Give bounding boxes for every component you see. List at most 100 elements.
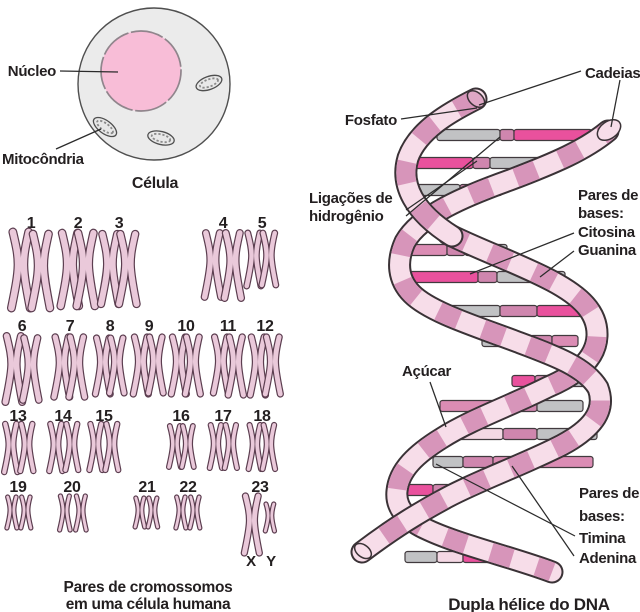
chromosome [96, 229, 123, 309]
strand-end-caps [353, 89, 622, 560]
pair-number: 16 [172, 408, 190, 425]
chromosome [200, 229, 225, 301]
strand-end-cap [596, 118, 622, 142]
chromosome-pair: 2 [56, 215, 100, 311]
hydrogen-bonds-label-line2: hidrogênio [309, 208, 384, 225]
pair-number: 15 [95, 408, 113, 425]
chromosome-pair: 23 [240, 479, 278, 557]
guanine-label: Guanina [578, 242, 637, 259]
sugar-label: Açúcar [402, 363, 452, 380]
cell-diagram: Núcleo Mitocôndria Célula [2, 7, 231, 192]
thymine-label: Timina [579, 530, 626, 547]
chromosome [0, 420, 21, 476]
pair-number: 11 [220, 318, 237, 335]
pair-number: 2 [74, 215, 83, 232]
chromosome [262, 501, 278, 534]
base-pair-rung [436, 128, 593, 142]
chromosome-pair: 6 [1, 318, 43, 407]
chromosome [62, 420, 82, 474]
base-pairs-ta-label-line2: bases: [579, 508, 625, 525]
chromosome [144, 333, 167, 397]
base-pairs-cg-label-line1: Pares de [578, 187, 638, 204]
chromosome-pair: 13 [0, 408, 37, 476]
pair-number: 1 [27, 215, 36, 232]
nucleus-pointer-line [59, 70, 119, 73]
pair-number: 23 [251, 479, 269, 496]
chromosome [132, 495, 148, 530]
chromosome [56, 493, 73, 533]
chromosome [261, 333, 284, 398]
dna-caption: Dupla hélice do DNA [448, 595, 610, 612]
pair-number: 20 [63, 479, 81, 496]
dna-strand-a-upper [394, 87, 488, 248]
chromosome-pair: 19 [4, 479, 34, 531]
chromosome [72, 228, 100, 311]
mitochondrion-icon [92, 116, 118, 138]
x-chromosome-label: X [246, 553, 256, 570]
chromosome-pair: 17 [206, 408, 241, 472]
sugar-pointer-line [429, 381, 447, 428]
dna-strands [350, 87, 620, 584]
pair-number: 5 [258, 215, 267, 232]
mitochondria-label: Mitocôndria [2, 151, 85, 168]
pair-number: 7 [66, 318, 75, 335]
chromosome [259, 421, 279, 473]
chromosome-pair: 3 [96, 215, 141, 309]
cell-nucleus [100, 30, 182, 112]
chains-pointer-line-2 [610, 79, 621, 128]
mitochondria-group [92, 74, 223, 146]
chromosome [206, 421, 226, 472]
mitochondrion-icon [147, 130, 175, 146]
pair-number: 3 [115, 215, 124, 232]
chains-pointer-line-1 [478, 70, 582, 106]
chromosome-pair: 22 [173, 479, 203, 531]
chromosome [6, 227, 35, 313]
chromosome-pair: 21 [132, 479, 161, 530]
adenine-pointer-line [511, 465, 575, 557]
chromosome-pair: 11 [209, 318, 248, 399]
chromosome-pair: 5 [243, 215, 280, 290]
chromosome-pair: 14 [46, 408, 82, 475]
chromosome [165, 423, 184, 470]
pair-number: 18 [253, 408, 271, 425]
chromosome [4, 494, 20, 531]
dna-strand-a-lower [385, 222, 609, 584]
chromosome-pair: 9 [129, 318, 167, 398]
pair-number: 22 [179, 479, 197, 496]
guanine-pointer-line [539, 250, 575, 278]
chromosome [209, 333, 232, 397]
chromosome [220, 229, 246, 302]
cytosine-label: Citosina [578, 224, 636, 241]
chromosome [178, 423, 197, 470]
chromosome [129, 333, 152, 398]
pair-number: 12 [256, 318, 274, 335]
base-pairs-ta-label-line1: Pares de [579, 485, 639, 502]
chromosome-pair: 16 [165, 408, 197, 470]
chromosome [114, 229, 141, 309]
chromosome [181, 333, 204, 398]
karyotype-caption-line1: Pares de cromossomos [64, 579, 233, 596]
pair-number: 21 [138, 479, 156, 496]
hydrogen-bond-pointer-line-2 [405, 160, 478, 211]
cell-caption: Célula [132, 175, 179, 192]
hydrogen-bond-pointer-line-1 [405, 136, 501, 217]
chromosome [246, 333, 270, 399]
strand-end-cap [353, 542, 373, 560]
chromosome [46, 420, 66, 475]
dna-strand-b [350, 119, 620, 564]
chromosome [27, 229, 55, 313]
mitochondria-pointer-line [55, 128, 102, 150]
pair-number: 13 [9, 408, 27, 425]
chromosome [173, 494, 189, 531]
chromosome-pair: 20 [56, 479, 89, 533]
strand-end-cap [466, 89, 486, 109]
chromosome-pair: 7 [50, 318, 89, 401]
pair-number: 19 [9, 479, 27, 496]
pair-number: 8 [106, 318, 115, 335]
pair-number: 14 [54, 408, 72, 425]
chromosome [65, 333, 89, 401]
chromosome-pair: 8 [91, 318, 128, 398]
